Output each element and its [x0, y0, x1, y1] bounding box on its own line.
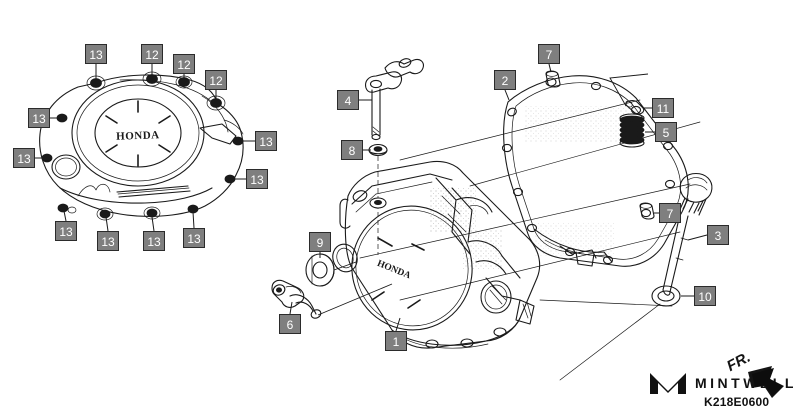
- right-crankcase-cover-group: HONDA: [332, 160, 541, 349]
- callout-12[interactable]: 12: [173, 54, 195, 74]
- oil-seal-bearing-group: [305, 253, 357, 287]
- footer-branding: MINTWELL K218E0600 FR.: [648, 349, 795, 420]
- lifter-arm-group: [271, 279, 393, 319]
- callout-13[interactable]: 13: [13, 148, 35, 168]
- callout-1[interactable]: 1: [385, 331, 407, 351]
- callout-13[interactable]: 13: [255, 131, 277, 151]
- spring-and-pin-group: [609, 73, 649, 148]
- callout-13[interactable]: 13: [55, 221, 77, 241]
- mintwell-m-icon: [650, 373, 686, 394]
- dipstick-group: [539, 172, 713, 381]
- left-clutch-cover-group: HONDA: [39, 71, 244, 221]
- callout-8[interactable]: 8: [341, 140, 363, 160]
- callout-13[interactable]: 13: [246, 169, 268, 189]
- return-spring: [619, 113, 645, 148]
- front-direction-stamp: FR.: [722, 349, 794, 406]
- svg-text:HONDA: HONDA: [116, 129, 160, 143]
- part-number: K218E0600: [704, 395, 770, 409]
- front-direction-arrow-icon: [748, 366, 784, 398]
- cover-gasket-group: [359, 75, 701, 301]
- callout-13[interactable]: 13: [97, 231, 119, 251]
- callout-9[interactable]: 9: [309, 232, 331, 252]
- callout-7[interactable]: 7: [538, 44, 560, 64]
- callout-4[interactable]: 4: [337, 90, 359, 110]
- callout-13[interactable]: 13: [85, 44, 107, 64]
- callout-12[interactable]: 12: [141, 44, 163, 64]
- callout-6[interactable]: 6: [279, 314, 301, 334]
- svg-text:HONDA: HONDA: [375, 259, 412, 282]
- callout-13[interactable]: 13: [183, 228, 205, 248]
- dowel-pin-group: [545, 70, 655, 220]
- callout-7[interactable]: 7: [659, 203, 681, 223]
- callout-10[interactable]: 10: [694, 286, 716, 306]
- callout-13[interactable]: 13: [143, 231, 165, 251]
- callout-12[interactable]: 12: [205, 70, 227, 90]
- callout-2[interactable]: 2: [494, 70, 516, 90]
- callout-5[interactable]: 5: [655, 122, 677, 142]
- callout-13[interactable]: 13: [28, 108, 50, 128]
- callout-3[interactable]: 3: [707, 225, 729, 245]
- callout-11[interactable]: 11: [652, 98, 674, 118]
